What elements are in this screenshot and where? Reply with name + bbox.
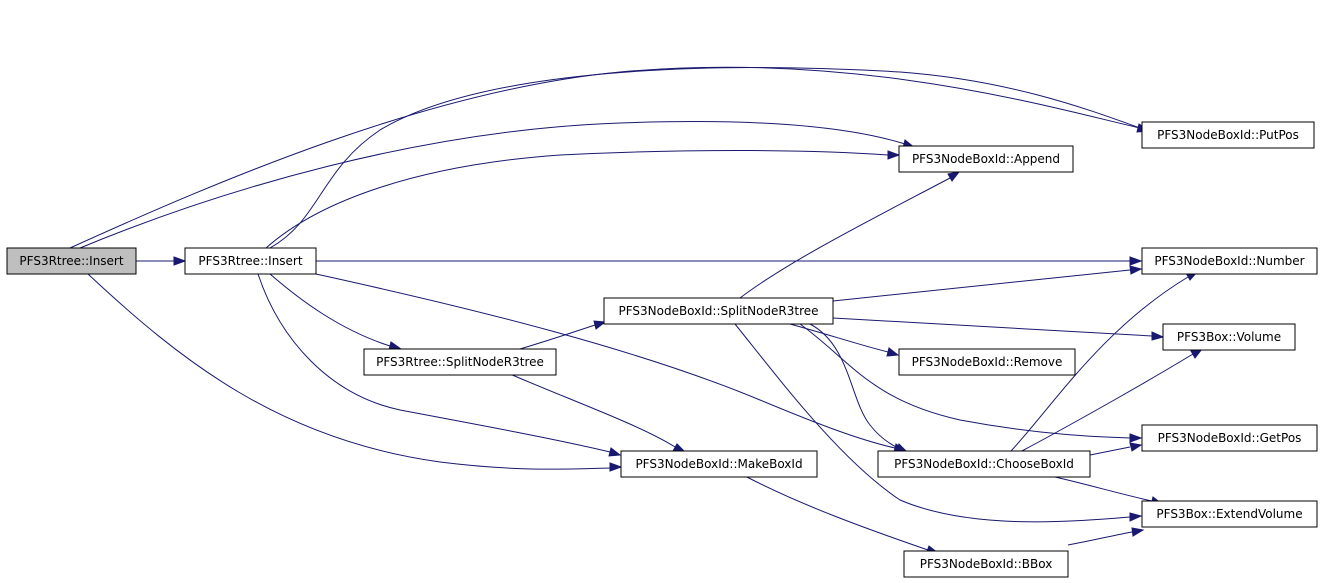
node-bbox[interactable]: PFS3NodeBoxId::BBox [903, 550, 1069, 578]
edge-splitnode-to-append [739, 177, 951, 299]
edge-splitnode-to-chooseboxid [809, 323, 899, 449]
edge-insert-to-append [79, 120, 906, 249]
node-remove[interactable]: PFS3NodeBoxId::Remove [898, 348, 1076, 376]
edge-splitnode-to-extendvolume [734, 323, 1131, 523]
node-root-insert[interactable]: PFS3Rtree::Insert [6, 247, 137, 275]
node-label: PFS3NodeBoxId::PutPos [1157, 128, 1299, 142]
edge-splitnode-to-number [832, 269, 1131, 302]
edge-insert2-to-append [265, 149, 889, 249]
node-label: PFS3Rtree::Insert [19, 254, 123, 268]
node-volume[interactable]: PFS3Box::Volume [1162, 323, 1296, 351]
node-label: PFS3Box::ExtendVolume [1156, 507, 1302, 521]
edge-splitnode-to-volume [832, 317, 1153, 337]
edge-rsplit-to-splitnode [519, 324, 596, 350]
edge-insert2-to-makeboxid [257, 273, 611, 453]
node-label: PFS3NodeBoxId::Append [912, 152, 1060, 166]
node-label: PFS3Rtree::Insert [198, 254, 302, 268]
node-chooseboxid[interactable]: PFS3NodeBoxId::ChooseBoxId [877, 450, 1091, 478]
edge-insert-to-makeboxid [87, 273, 611, 470]
edge-chooseboxid-to-extendvolume [1054, 476, 1153, 502]
edge-chooseboxid-to-getpos [1089, 446, 1131, 456]
edge-chooseboxid-to-number [1009, 276, 1189, 453]
edge-rsplit-to-makeboxid [509, 373, 676, 448]
edge-insert2-to-chooseboxid [315, 273, 896, 449]
edge-makeboxid-to-bbox [744, 475, 929, 551]
node-rtree-insert[interactable]: PFS3Rtree::Insert [184, 247, 317, 275]
node-putpos[interactable]: PFS3NodeBoxId::PutPos [1141, 121, 1315, 149]
node-makeboxid[interactable]: PFS3NodeBoxId::MakeBoxId [620, 450, 818, 478]
node-label: PFS3NodeBoxId::MakeBoxId [635, 457, 802, 471]
node-getpos[interactable]: PFS3NodeBoxId::GetPos [1141, 424, 1318, 452]
node-label: PFS3NodeBoxId::Remove [912, 355, 1063, 369]
node-number[interactable]: PFS3NodeBoxId::Number [1141, 247, 1318, 275]
node-label: PFS3NodeBoxId::BBox [920, 557, 1053, 571]
node-label: PFS3Box::Volume [1177, 330, 1281, 344]
nodes: PFS3Rtree::Insert PFS3Rtree::Insert PFS3… [6, 121, 1318, 578]
node-rtree-splitnode[interactable]: PFS3Rtree::SplitNodeR3tree [363, 348, 557, 376]
node-splitnode-r3tree[interactable]: PFS3NodeBoxId::SplitNodeR3tree [603, 297, 834, 325]
node-label: PFS3NodeBoxId::SplitNodeR3tree [618, 304, 818, 318]
edge-splitnode-to-getpos [799, 323, 1131, 439]
node-label: PFS3NodeBoxId::ChooseBoxId [894, 457, 1074, 471]
node-label: PFS3NodeBoxId::GetPos [1158, 431, 1302, 445]
edge-splitnode-to-remove [789, 323, 889, 353]
node-label: PFS3NodeBoxId::Number [1154, 254, 1304, 268]
node-extendvolume[interactable]: PFS3Box::ExtendVolume [1141, 500, 1318, 528]
edge-chooseboxid-to-volume [1019, 353, 1194, 453]
edge-insert2-to-splitnode [269, 273, 391, 347]
edge-bbox-to-extendvolume [1067, 531, 1133, 546]
node-label: PFS3Rtree::SplitNodeR3tree [376, 355, 544, 369]
node-append[interactable]: PFS3NodeBoxId::Append [898, 145, 1074, 173]
edge-insert2-to-putpos [269, 67, 1141, 249]
